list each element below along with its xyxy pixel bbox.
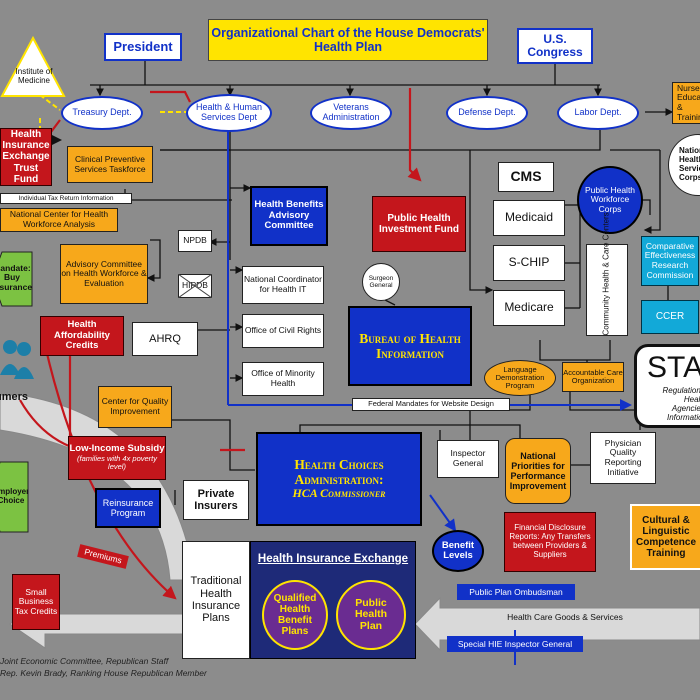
medicare-box: Medicare (493, 290, 565, 326)
workforce-center: National Center for Health Workforce Ana… (0, 208, 118, 232)
clinical-taskforce: Clinical Preventive Services Taskforce (67, 146, 153, 183)
schip-box: S-CHIP (493, 245, 565, 281)
surgeon-general: Surgeon General (362, 263, 400, 301)
ccer-box: CCER (641, 300, 699, 334)
cultural-training: Cultural & Linguistic Competence Trainin… (630, 504, 700, 570)
civil-rights-office: Office of Civil Rights (242, 314, 324, 348)
tax-info-box: Individual Tax Return Information (0, 193, 132, 204)
cms-box: CMS (498, 162, 554, 192)
special-inspector: Special HIE Inspector General (447, 636, 583, 652)
inspector-general: Inspector General (437, 440, 499, 478)
labor-dept: Labor Dept. (557, 96, 639, 130)
public-health-fund: Public Health Investment Fund (372, 196, 466, 252)
public-plan: Public Health Plan (336, 580, 406, 650)
defense-dept: Defense Dept. (446, 96, 528, 130)
crossed-out-icon (178, 274, 212, 298)
goods-services-label: Health Care Goods & Services (507, 612, 623, 623)
ahrq-box: AHRQ (132, 322, 198, 356)
advisory-workforce: Advisory Committee on Health Workforce &… (60, 244, 148, 304)
consumers-icon (0, 335, 34, 383)
hca-box: Health Choices Administration: HCA Commi… (256, 432, 422, 526)
hca-title: Health Choices Administration: (294, 457, 384, 488)
states-title: STATES (647, 351, 700, 385)
financial-disclosure: Financial Disclosure Reports: Any Transf… (504, 512, 596, 572)
comparative-research: Comparative Effectiveness Research Commi… (641, 236, 699, 286)
hhs-dept: Health & Human Services Dept (186, 94, 272, 132)
congress-box: U.S. Congress (517, 28, 593, 64)
consumers-label: Consumers (0, 390, 28, 403)
federal-mandates: Federal Mandates for Website Design (352, 398, 510, 411)
institute-triangle: Institute of Medicine (0, 35, 66, 98)
people-icon (0, 340, 34, 379)
minority-health-office: Office of Minority Health (242, 362, 324, 396)
credit-line-2: Rep. Kevin Brady, Ranking House Republic… (0, 668, 207, 679)
employer-hexagon: Employer Choice (0, 460, 30, 534)
ombudsman: Public Plan Ombudsman (457, 584, 575, 600)
states-box: STATES Regulations, Health Agencies, Inf… (634, 344, 700, 428)
national-priorities: National Priorities for Performance Impr… (505, 438, 571, 504)
nurse-education: Nurse Education & Training (672, 82, 700, 124)
workforce-corps: Public Health Workforce Corps (577, 166, 643, 234)
community-centers: Community Health & Care Centers (586, 211, 628, 336)
low-income-title: Low-Income Subsidy (69, 443, 165, 455)
hca-subtitle: HCA Commissioner (292, 486, 386, 501)
language-program: Language Demonstration Program (484, 360, 556, 396)
institute-label: Institute of Medicine (15, 67, 53, 85)
low-income-note: (families with 4x poverty level) (76, 453, 158, 472)
exchange-title: Health Insurance Exchange (257, 552, 409, 565)
accountable-care: Accountable Care Organization (562, 362, 624, 392)
quality-center: Center for Quality Improvement (98, 386, 172, 428)
treasury-dept: Treasury Dept. (61, 96, 143, 130)
physician-quality: Physician Quality Reporting Initiative (590, 432, 656, 484)
npdb-box: NPDB (178, 230, 212, 252)
triangle-icon (0, 35, 66, 97)
benefits-committee: Health Benefits Advisory Committee (250, 186, 328, 246)
reinsurance-program: Reinsurance Program (95, 488, 161, 528)
trust-fund: Health Insurance Exchange Trust Fund (0, 128, 52, 186)
medicaid-box: Medicaid (493, 200, 565, 236)
benefit-levels: Benefit Levels (432, 530, 484, 572)
low-income-subsidy: Low-Income Subsidy (families with 4x pov… (68, 436, 166, 480)
mandate-hexagon: Mandate: Buy Insurance (0, 250, 34, 308)
private-insurers: Private Insurers (183, 480, 249, 520)
hexagon-icon (0, 251, 33, 307)
states-sub: Regulations, Health Agencies, Informatio… (662, 386, 700, 422)
chart-title: Organizational Chart of the House Democr… (208, 19, 488, 61)
traditional-plans: Traditional Health Insurance Plans (182, 541, 250, 659)
credit-line-1: Joint Economic Committee, Republican Sta… (0, 656, 169, 667)
small-business-credits: Small Business Tax Credits (12, 574, 60, 630)
employer-label: Employer Choice (0, 487, 28, 505)
bureau-health-info: Bureau of Health Information (348, 306, 472, 386)
mandate-label: Mandate: Buy Insurance (0, 262, 33, 292)
affordability-credits: Health Affordability Credits (40, 316, 124, 356)
qualified-plans: Qualified Health Benefit Plans (262, 580, 328, 650)
hexagon-icon (0, 461, 29, 533)
veterans-admin: Veterans Administration (310, 96, 392, 130)
president-box: President (104, 33, 182, 61)
community-centers-label: Community Health & Care Centers (601, 211, 611, 335)
health-it-coordinator: National Coordinator for Health IT (242, 266, 324, 304)
